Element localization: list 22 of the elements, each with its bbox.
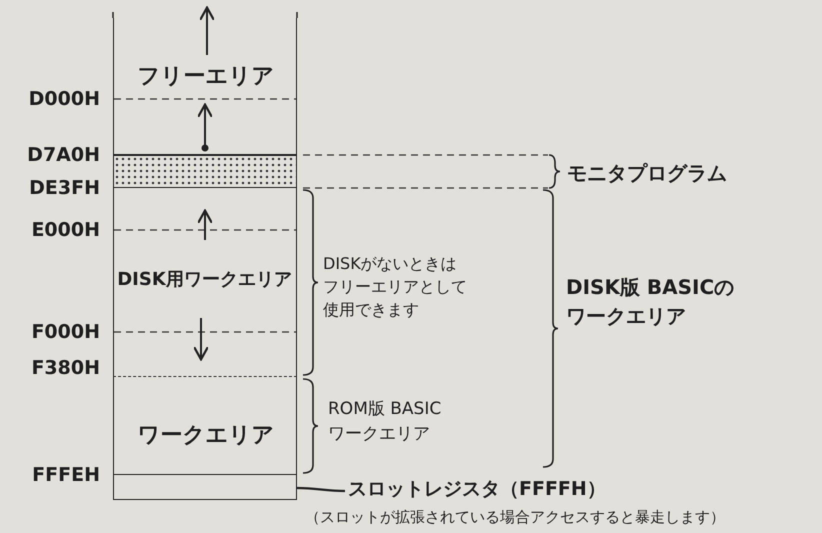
- memory-band: [113, 188, 297, 377]
- address-label: D7A0H: [26, 143, 100, 168]
- region-label: モニタプログラム: [567, 160, 728, 187]
- register-label: スロットレジスタ（FFFFH）: [348, 477, 606, 502]
- address-label: F380H: [30, 356, 100, 381]
- memory-band: [113, 18, 297, 155]
- address-label: D000H: [28, 87, 100, 112]
- address-label: F000H: [30, 320, 100, 345]
- memory-band: [113, 377, 297, 475]
- band-label: フリーエリア: [136, 63, 276, 91]
- leader-line: [296, 486, 346, 492]
- region-label: DISK版 BASICのワークエリア: [566, 274, 736, 330]
- band-label: ワークエリア: [136, 422, 276, 450]
- region-label: ROM版 BASIC ワークエリア: [328, 398, 442, 446]
- memory-band: [113, 155, 297, 188]
- note-text: （スロットが拡張されている場合アクセスすると暴走します）: [305, 508, 725, 527]
- address-label: DE3FH: [28, 176, 100, 201]
- address-label: FFFEH: [31, 463, 100, 488]
- note-text: DISKがないときはフリーエリアとして使用できます: [323, 253, 468, 322]
- address-label: E000H: [30, 218, 100, 243]
- memory-band: [113, 475, 297, 500]
- band-label: DISK用ワークエリア: [116, 268, 293, 292]
